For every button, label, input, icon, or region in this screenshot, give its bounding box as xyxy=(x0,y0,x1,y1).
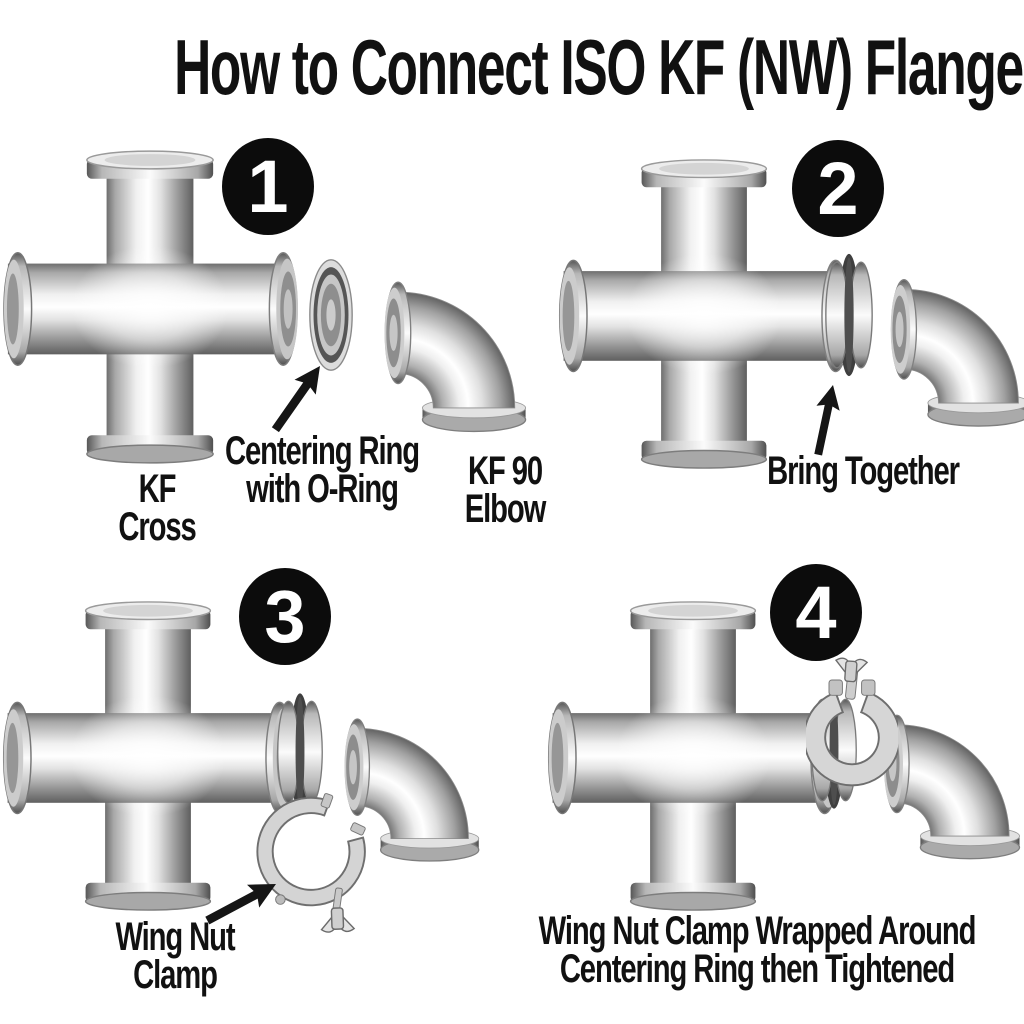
kf-90-elbow-photo xyxy=(343,718,480,862)
step3-art xyxy=(2,601,480,932)
step3-number: 3 xyxy=(264,574,306,658)
kf-90-elbow-label: KF 90 Elbow xyxy=(464,449,547,531)
step2-number: 2 xyxy=(817,146,859,230)
step4-caption: Wing Nut Clamp Wrapped Around Centering … xyxy=(538,909,977,991)
step2-art xyxy=(558,159,1024,469)
kf-90-elbow-photo xyxy=(889,279,1024,427)
step4-number: 4 xyxy=(795,570,837,654)
bring-together-label: Bring Together xyxy=(767,449,960,493)
step3-badge: 3 xyxy=(239,568,331,665)
step4-badge: 4 xyxy=(770,564,862,661)
arrow-icon xyxy=(806,382,845,458)
kf-90-elbow-photo xyxy=(383,281,527,433)
step1-badge: 1 xyxy=(222,138,314,235)
wing-nut-clamp-label: Wing Nut Clamp xyxy=(115,915,235,997)
centering-ring-label: Centering Ring with O-Ring xyxy=(225,429,420,511)
step2-badge: 2 xyxy=(792,140,884,237)
joined-flanges-photo xyxy=(825,253,873,377)
wing-nut-clamp-photo xyxy=(257,793,366,932)
step1-number: 1 xyxy=(247,144,289,228)
kf-cross-label: KF Cross xyxy=(118,467,196,549)
arrow-icon xyxy=(264,358,331,438)
kf-90-elbow-photo xyxy=(883,714,1021,860)
centering-ring-photo xyxy=(309,259,353,371)
joined-flanges-photo xyxy=(277,692,323,812)
